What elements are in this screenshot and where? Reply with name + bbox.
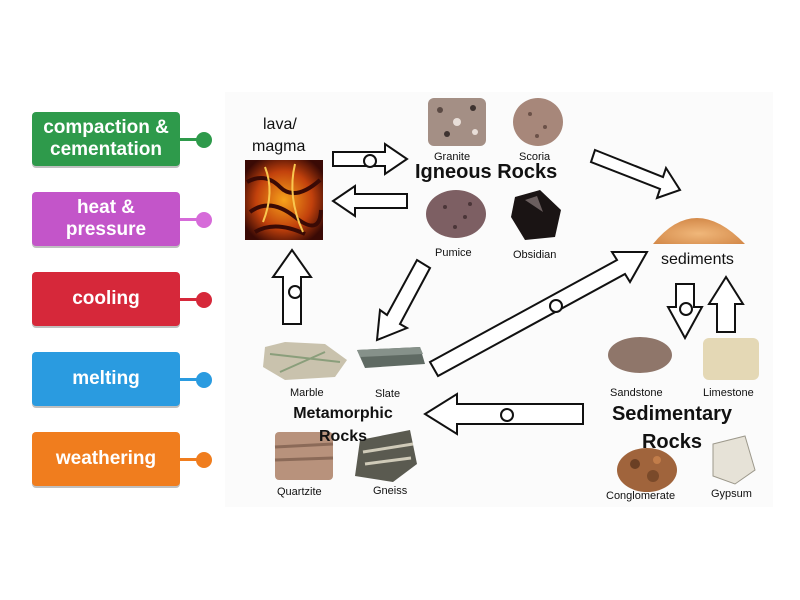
diagram-arrows <box>245 98 759 492</box>
granite-image <box>428 98 486 146</box>
label-line: melting <box>72 368 140 389</box>
gypsum-image <box>712 435 756 485</box>
igneous-title: Igneous Rocks <box>415 161 558 183</box>
marble-label: Marble <box>290 387 324 399</box>
label-line: cementation <box>50 139 162 160</box>
metamorphic-line1: Metamorphic <box>293 405 393 422</box>
rock-cycle-diagram: lava/ magma Granite Scoria Igneous Rocks… <box>225 92 773 507</box>
sedimentary-title: Sedimentary Rocks <box>597 400 747 456</box>
label-line: weathering <box>55 448 157 469</box>
lava-label: lava/ <box>263 116 297 133</box>
sedimentary-line1: Sedimentary <box>611 403 733 425</box>
drag-handle-dot[interactable] <box>196 372 212 388</box>
limestone-image <box>703 338 759 380</box>
connector-line <box>180 218 202 221</box>
gypsum-label: Gypsum <box>711 488 752 500</box>
drag-handle-dot[interactable] <box>196 292 212 308</box>
process-arrows <box>271 142 745 436</box>
gneiss-image <box>355 430 417 482</box>
conglomerate-label: Conglomerate <box>606 490 676 502</box>
drag-handle-dot[interactable] <box>196 212 212 228</box>
label-line: pressure <box>65 219 147 240</box>
magma-label: magma <box>252 138 306 155</box>
marble-image <box>263 342 347 380</box>
drag-handle-dot[interactable] <box>196 452 212 468</box>
drop-target[interactable] <box>549 299 563 313</box>
lava-magma-image <box>245 160 323 240</box>
sandstone-label: Sandstone <box>610 387 663 399</box>
gneiss-label: Gneiss <box>373 485 408 497</box>
obsidian-label: Obsidian <box>513 249 557 261</box>
obsidian-image <box>511 190 561 240</box>
granite-label: Granite <box>434 151 471 163</box>
drop-target[interactable] <box>363 154 377 168</box>
drop-target[interactable] <box>679 302 693 316</box>
drop-target[interactable] <box>500 408 514 422</box>
scoria-label: Scoria <box>519 151 551 163</box>
label-line: compaction & <box>43 117 169 138</box>
pumice-image <box>426 190 486 238</box>
conglomerate-image <box>617 448 677 492</box>
slate-image <box>357 347 425 368</box>
connector-line <box>180 458 202 461</box>
connector-line <box>180 378 202 381</box>
quartzite-label: Quartzite <box>277 486 322 498</box>
sandstone-image <box>608 337 672 373</box>
pumice-label: Pumice <box>435 247 472 259</box>
label-melting[interactable]: melting <box>32 352 180 406</box>
label-line: heat & <box>76 197 136 218</box>
connector-line <box>180 138 202 141</box>
metamorphic-line2: Rocks <box>318 428 368 445</box>
drop-target[interactable] <box>288 285 302 299</box>
metamorphic-title: Metamorphic Rocks <box>283 402 403 448</box>
limestone-label: Limestone <box>703 387 754 399</box>
drag-handle-dot[interactable] <box>196 132 212 148</box>
scoria-image <box>513 98 563 146</box>
slate-label: Slate <box>375 388 401 400</box>
label-line: cooling <box>72 288 140 309</box>
connector-line <box>180 298 202 301</box>
sediments-image <box>653 218 745 244</box>
sedimentary-line2: Rocks <box>641 431 703 453</box>
quartzite-image <box>274 432 334 480</box>
label-heat-pressure[interactable]: heat &pressure <box>32 192 180 246</box>
sediments-label: sediments <box>661 251 734 268</box>
label-cooling[interactable]: cooling <box>32 272 180 326</box>
label-compaction-cementation[interactable]: compaction &cementation <box>32 112 180 166</box>
label-weathering[interactable]: weathering <box>32 432 180 486</box>
